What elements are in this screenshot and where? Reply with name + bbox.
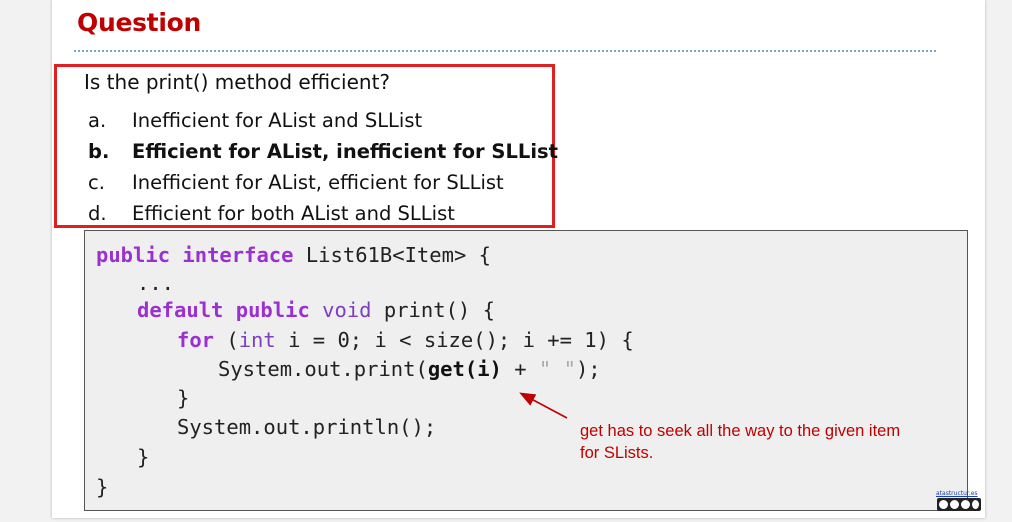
option-text: Inefficient for AList, efficient for SLL… — [132, 171, 504, 194]
code-text: print() { — [371, 298, 495, 322]
code-line-5: System.out.print(get(i) + " "); — [218, 357, 601, 381]
code-text: List61B<Item> { — [293, 243, 491, 267]
code-text: i = 0; i < size(); i += 1) { — [275, 328, 634, 352]
cc-icon — [939, 500, 948, 509]
slide-title: Question — [77, 8, 201, 37]
license-link[interactable]: atastructur.es — [936, 490, 978, 497]
code-line-6: } — [177, 386, 190, 410]
question-highlight-box — [54, 64, 555, 228]
keyword: interface — [182, 243, 294, 267]
type-keyword: int — [238, 328, 276, 352]
code-text: + — [501, 357, 539, 381]
nc-icon — [961, 500, 970, 509]
cc-license-icon — [937, 498, 981, 511]
code-line-3: default public void print() { — [137, 298, 495, 322]
by-icon — [950, 500, 959, 509]
annotation-arrow — [519, 392, 568, 419]
slide: Question Is the print() method efficient… — [52, 0, 985, 518]
question-text: Is the print() method efficient? — [84, 70, 391, 94]
option-d: d. Efficient for both AList and SLList — [88, 202, 455, 225]
keyword: for — [177, 328, 215, 352]
sa-icon — [972, 500, 979, 509]
type-keyword: void — [322, 298, 372, 322]
code-text: ( — [214, 328, 239, 352]
option-letter: a. — [88, 109, 107, 132]
keyword: public — [96, 243, 171, 267]
code-text: ); — [575, 357, 601, 381]
option-text: Inefficient for AList and SLList — [132, 109, 423, 132]
option-b: b. Efficient for AList, inefficient for S… — [88, 140, 558, 163]
annotation-text: get has to seek all the way to the given… — [580, 422, 901, 462]
option-letter: d. — [88, 202, 107, 225]
code-text: System.out.print( — [218, 357, 428, 381]
keyword: default — [137, 298, 224, 322]
code-line-1: public interface List61B<Item> { — [96, 243, 491, 267]
keyword: public — [235, 298, 310, 322]
option-text: Efficient for both AList and SLList — [132, 202, 455, 225]
code-line-7: System.out.println(); — [177, 415, 437, 439]
code-bold-call: get(i) — [427, 357, 502, 381]
code-line-2: ... — [137, 271, 175, 295]
option-text: Efficient for AList, inefficient for SLL… — [132, 140, 558, 163]
option-letter: c. — [88, 171, 105, 194]
string-literal: " " — [538, 357, 576, 381]
license-badge[interactable]: atastructur.es — [936, 490, 984, 514]
code-line-9: } — [96, 475, 109, 499]
code-block: public interface List61B<Item> { ... def… — [84, 230, 968, 511]
option-a: a. Inefficient for AList and SLList — [88, 109, 422, 132]
title-divider — [74, 50, 936, 52]
option-letter: b. — [88, 140, 110, 163]
option-c: c. Inefficient for AList, efficient for S… — [88, 171, 504, 194]
code-line-8: } — [137, 445, 150, 469]
code-line-4: for (int i = 0; i < size(); i += 1) { — [177, 328, 634, 352]
